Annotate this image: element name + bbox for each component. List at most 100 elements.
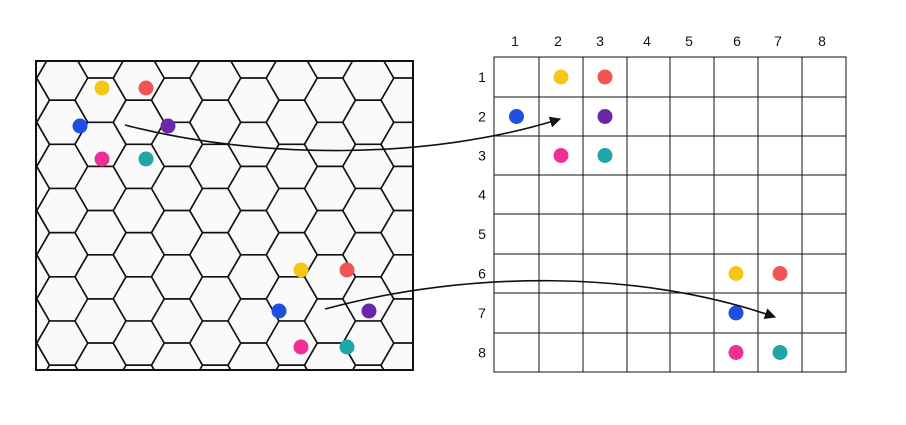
hex-cell — [382, 61, 413, 79]
blue-dot — [271, 303, 287, 319]
hex-cell — [380, 254, 413, 300]
grid-cell — [626, 96, 671, 137]
column-label: 2 — [554, 33, 562, 49]
pink-dot — [553, 148, 569, 163]
grid-cell — [669, 96, 715, 137]
column-label: 3 — [596, 33, 604, 49]
hex-cell — [380, 165, 413, 212]
hex-grid-border — [35, 60, 414, 371]
grid-cell — [493, 135, 540, 176]
hex-cell — [419, 233, 470, 277]
column-labels: 1 2 3 4 5 6 7 8 — [511, 33, 826, 49]
grid-cell — [493, 174, 540, 215]
grid-cell — [669, 292, 715, 334]
blue-dot — [728, 305, 744, 321]
grid-cell — [582, 253, 628, 294]
hex-cell — [380, 298, 413, 344]
hex-cell — [419, 56, 470, 100]
grid-cell — [669, 253, 715, 294]
red-dot — [138, 80, 154, 96]
hex-cell — [380, 121, 413, 168]
yellow-dot — [293, 262, 309, 278]
hex-cell — [198, 364, 232, 370]
grid-cell — [757, 174, 803, 215]
hex-cell — [380, 209, 413, 256]
hex-cell — [122, 364, 156, 370]
row-label: 2 — [478, 109, 486, 125]
column-label: 7 — [774, 33, 782, 49]
yellow-dot — [94, 80, 110, 96]
column-label: 1 — [511, 33, 519, 49]
column-label: 5 — [685, 33, 693, 49]
hex-dots — [72, 80, 377, 355]
grid-cell — [493, 56, 540, 98]
blue-dot — [509, 109, 524, 124]
red-dot — [339, 262, 355, 278]
square-dots — [509, 69, 788, 360]
grid-cell — [626, 213, 671, 255]
grid-cell — [493, 213, 540, 255]
grid-cell — [538, 332, 584, 373]
grid-cell — [801, 213, 847, 255]
grid-cell — [626, 135, 671, 176]
grid-cell — [493, 253, 540, 294]
pink-dot — [94, 151, 110, 167]
grid-cell — [757, 135, 803, 176]
grid-cell — [757, 213, 803, 255]
square-grid-panel: 1 2 3 4 5 6 7 8 1 2 3 4 5 6 7 8 — [478, 33, 847, 373]
grid-cell — [801, 96, 847, 137]
red-dot — [772, 266, 788, 281]
grid-cell — [713, 213, 759, 255]
grid-cell — [626, 332, 671, 373]
grid-cell — [538, 292, 584, 334]
column-label: 4 — [643, 33, 651, 49]
grid-cell — [713, 96, 759, 137]
blue-dot — [72, 118, 88, 134]
grid-cell — [582, 332, 628, 373]
grid-cell — [801, 332, 847, 373]
pink-dot — [293, 339, 309, 355]
hex-cell — [419, 365, 470, 409]
grid-cell — [669, 213, 715, 255]
mapping-arrows — [124, 116, 777, 319]
grid-cell — [626, 174, 671, 215]
grid-cell — [713, 135, 759, 176]
grid-cell — [713, 174, 759, 215]
grid-cell — [669, 174, 715, 215]
grid-cell — [713, 56, 759, 98]
hex-cell — [419, 321, 470, 365]
grid-cell — [669, 56, 715, 98]
grid-cell — [757, 56, 803, 98]
grid-cell — [626, 292, 671, 334]
grid-cell — [582, 213, 628, 255]
hex-cell — [419, 100, 470, 144]
pink-dot — [728, 345, 744, 360]
row-label: 7 — [478, 305, 486, 321]
grid-cell — [538, 96, 584, 137]
grid-cell — [801, 253, 847, 294]
column-label: 8 — [818, 33, 826, 49]
mapping-arrow-bottom — [324, 279, 777, 319]
hex-cell — [380, 342, 413, 370]
grid-cell — [493, 332, 540, 373]
yellow-dot — [728, 266, 744, 281]
grid-cell — [801, 174, 847, 215]
hexagonal-grid-panel — [35, 56, 470, 409]
grid-cell — [538, 174, 584, 215]
grid-cell — [757, 96, 803, 137]
grid-cell — [582, 292, 628, 334]
grid-cell — [538, 213, 584, 255]
grid-cell — [801, 292, 847, 334]
row-label: 6 — [478, 266, 486, 282]
purple-dot — [160, 118, 176, 134]
row-label: 4 — [478, 187, 486, 203]
hex-cell — [419, 277, 470, 321]
grid-cell — [801, 135, 847, 176]
hex-cell — [45, 364, 79, 370]
red-dot — [597, 69, 613, 85]
teal-dot — [138, 151, 154, 167]
teal-dot — [597, 148, 613, 163]
hex-cell — [419, 144, 470, 188]
column-label: 6 — [733, 33, 741, 49]
